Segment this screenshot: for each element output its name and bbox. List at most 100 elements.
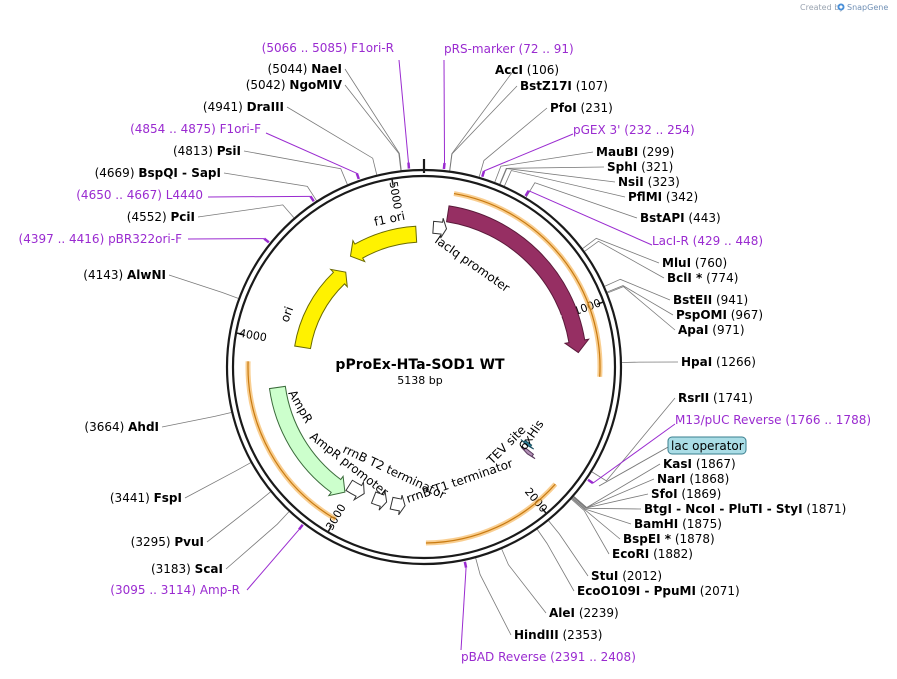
enzyme-label-psii[interactable]: (4813) PsiI (173, 144, 241, 158)
enzyme-label-nsii[interactable]: NsiI (323) (618, 175, 680, 189)
enzyme-line-rsrii (591, 397, 676, 482)
enzyme-line-nsii (499, 168, 616, 185)
enzyme-label-stui[interactable]: StuI (2012) (591, 569, 662, 583)
enzyme-label-draiii[interactable]: (4941) DraIII (203, 100, 284, 114)
enzyme-label-pspomi[interactable]: PspOMI (967) (676, 308, 763, 322)
primer-name: pRS-marker (444, 42, 515, 56)
enzyme-label-pflmi[interactable]: PflMI (342) (628, 190, 698, 204)
enzyme-label-alwni[interactable]: (4143) AlwNI (83, 268, 166, 282)
enzyme-position: (443) (685, 211, 721, 225)
enzyme-name: PciI (171, 210, 196, 224)
enzyme-name: RsrII (678, 391, 709, 405)
enzyme-line-bstz17i (449, 85, 518, 171)
enzyme-line-hindiii (475, 558, 512, 636)
primer-label-f1ori-f[interactable]: (4854 .. 4875) F1ori-F (130, 122, 261, 136)
enzyme-line-pfoi (478, 107, 548, 177)
primer-marker-l4440 (309, 195, 315, 203)
enzyme-label-sphi[interactable]: SphI (321) (607, 160, 673, 174)
enzyme-line-stui (548, 520, 589, 577)
enzyme-label-mlui[interactable]: MluI (760) (662, 256, 727, 270)
primer-label-pbr322ori-f[interactable]: (4397 .. 4416) pBR322ori-F (19, 232, 183, 246)
primer-label-m13-puc-reverse[interactable]: M13/pUC Reverse (1766 .. 1788) (675, 413, 871, 427)
enzyme-label-alei[interactable]: AleI (2239) (549, 606, 619, 620)
enzyme-label-acci[interactable]: AccI (106) (495, 63, 559, 77)
primer-marker-laci-r (524, 190, 530, 197)
enzyme-line-alwni (168, 274, 239, 299)
enzyme-line-sphi (499, 166, 605, 185)
enzyme-label-scai[interactable]: (3183) ScaI (151, 562, 223, 576)
enzyme-label-kasi[interactable]: KasI (1867) (663, 457, 736, 471)
enzyme-position: (5042) (246, 78, 290, 92)
enzyme-name: BspQI - SapI (138, 166, 221, 180)
primer-line-f1ori-r (398, 59, 409, 163)
enzyme-position: (2071) (696, 584, 740, 598)
enzyme-position: (971) (708, 323, 744, 337)
primer-range: (1766 .. 1788) (782, 413, 872, 427)
enzyme-name: PflMI (628, 190, 662, 204)
credit-text: Created by (800, 3, 844, 12)
enzyme-label-sfoi[interactable]: SfoI (1869) (651, 487, 721, 501)
primer-range: (4650 .. 4667) (76, 188, 166, 202)
enzyme-position: (107) (572, 79, 608, 93)
enzyme-label-rsrii[interactable]: RsrII (1741) (678, 391, 753, 405)
enzyme-label-pcii[interactable]: (4552) PciI (127, 210, 195, 224)
enzyme-name: FspI (154, 491, 182, 505)
primer-label-l4440[interactable]: (4650 .. 4667) L4440 (76, 188, 203, 202)
enzyme-label-fspi[interactable]: (3441) FspI (110, 491, 182, 505)
enzyme-position: (4143) (83, 268, 127, 282)
enzyme-label-ecoo109i-ppumi[interactable]: EcoO109I - PpuMI (2071) (577, 584, 740, 598)
enzyme-position: (321) (637, 160, 673, 174)
primer-label-pgex-3[interactable]: pGEX 3' (232 .. 254) (573, 123, 695, 137)
primer-name: F1ori-R (351, 41, 394, 55)
enzyme-name: NarI (657, 472, 686, 486)
enzyme-position: (941) (712, 293, 748, 307)
primer-range: (2391 .. 2408) (546, 650, 636, 664)
enzyme-label-naei[interactable]: (5044) NaeI (268, 62, 342, 76)
plasmid-name: pProEx-HTa-SOD1 WT (335, 357, 505, 373)
enzyme-label-ecori[interactable]: EcoRI (1882) (612, 547, 693, 561)
primer-label-amp-r[interactable]: (3095 .. 3114) Amp-R (110, 583, 240, 597)
enzyme-label-ngomiv[interactable]: (5042) NgoMIV (246, 78, 343, 92)
tick-mark-5000 (391, 178, 394, 186)
enzyme-label-apai[interactable]: ApaI (971) (678, 323, 745, 337)
enzyme-label-hindiii[interactable]: HindIII (2353) (514, 628, 602, 642)
enzyme-label-bspei[interactable]: BspEI * (1878) (623, 532, 715, 546)
primer-label-pbad-reverse[interactable]: pBAD Reverse (2391 .. 2408) (461, 650, 636, 664)
enzyme-label-bcli[interactable]: BclI * (774) (667, 271, 738, 285)
enzyme-name: EcoO109I - PpuMI (577, 584, 696, 598)
enzyme-label-bsteii[interactable]: BstEII (941) (673, 293, 748, 307)
enzyme-label-hpai[interactable]: HpaI (1266) (681, 355, 756, 369)
enzyme-line-mlui (582, 237, 660, 264)
enzyme-line-maubi (494, 151, 594, 183)
primer-marker-pgex-3 (481, 170, 486, 178)
primer-line-amp-r (246, 529, 300, 591)
enzyme-name: KasI (663, 457, 692, 471)
enzyme-label-maubi[interactable]: MauBI (299) (596, 145, 674, 159)
enzyme-label-btgi-ncoi-pluti-styi[interactable]: BtgI - NcoI - PluTI - StyI (1871) (644, 502, 846, 516)
enzyme-label-pfoi[interactable]: PfoI (231) (550, 101, 613, 115)
enzyme-name: NsiI (618, 175, 644, 189)
enzyme-line-ecori (571, 498, 610, 555)
enzyme-name: AccI (495, 63, 523, 77)
primer-name: Amp-R (200, 583, 240, 597)
enzyme-label-bspqi-sapi[interactable]: (4669) BspQI - SapI (95, 166, 221, 180)
feature-label-f1-ori: f1 ori (373, 209, 407, 229)
enzyme-label-bamhi[interactable]: BamHI (1875) (634, 517, 722, 531)
enzyme-position: (3441) (110, 491, 154, 505)
primer-name: M13/pUC Reverse (675, 413, 782, 427)
enzyme-label-bstz17i[interactable]: BstZ17I (107) (520, 79, 608, 93)
enzyme-name: BtgI - NcoI - PluTI - StyI (644, 502, 803, 516)
enzyme-name: BspEI * (623, 532, 672, 546)
primer-name: F1ori-F (220, 122, 261, 136)
enzyme-name: BstZ17I (520, 79, 572, 93)
tick-mark-1000 (596, 301, 604, 305)
enzyme-label-ahdi[interactable]: (3664) AhdI (84, 420, 159, 434)
primer-label-f1ori-r[interactable]: (5066 .. 5085) F1ori-R (262, 41, 394, 55)
enzyme-label-nari[interactable]: NarI (1868) (657, 472, 729, 486)
primer-range: (232 .. 254) (620, 123, 694, 137)
enzyme-label-pvui[interactable]: (3295) PvuI (131, 535, 204, 549)
primer-label-prs-marker[interactable]: pRS-marker (72 .. 91) (444, 42, 574, 56)
primer-label-laci-r[interactable]: LacI-R (429 .. 448) (652, 234, 763, 248)
enzyme-label-bstapi[interactable]: BstAPI (443) (640, 211, 721, 225)
enzyme-position: (323) (644, 175, 680, 189)
